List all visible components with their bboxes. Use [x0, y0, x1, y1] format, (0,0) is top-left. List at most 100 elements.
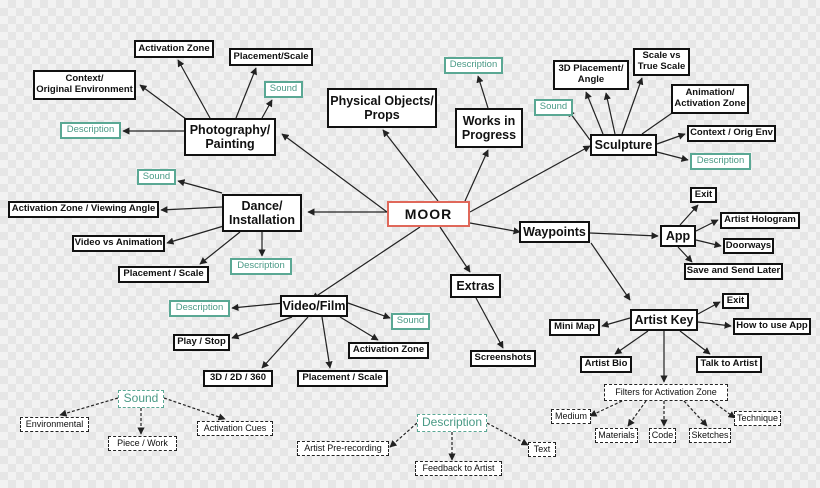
connector-arrow-30	[695, 239, 722, 248]
sculpture-node: Sculpture	[590, 134, 657, 156]
animation-activation-node: Animation/ Activation Zone	[671, 84, 749, 114]
connector-arrow-40	[601, 317, 631, 328]
connector-arrow-28	[679, 204, 699, 226]
artist-key-node: Artist Key	[630, 309, 698, 331]
connector-arrow-52	[163, 397, 226, 421]
description-video-node: Description	[169, 300, 230, 317]
connector-arrow-39	[697, 301, 721, 315]
context-photo-node: Context/ Original Environment	[33, 70, 136, 100]
connector-arrow-14	[585, 91, 604, 135]
artist-hologram-node: Artist Hologram	[720, 212, 800, 229]
sketches-node: Sketches	[689, 428, 731, 443]
video-vs-animation-node: Video vs Animation	[72, 235, 165, 252]
connector-arrow-19	[656, 132, 686, 145]
how-to-use-app-node: How to use App	[733, 318, 811, 335]
screenshots-node: Screenshots	[470, 350, 536, 367]
connector-arrow-1	[464, 149, 489, 202]
connector-arrow-41	[697, 321, 732, 329]
save-send-later-node: Save and Send Later	[684, 263, 783, 280]
connector-arrow-8	[177, 59, 211, 119]
connector-arrow-20	[656, 151, 689, 162]
connector-arrow-43	[679, 330, 711, 355]
activation-zone-video-node: Activation Zone	[348, 342, 429, 359]
text-node: Text	[528, 442, 556, 457]
connector-arrow-45	[589, 400, 623, 417]
connector-arrow-31	[677, 246, 693, 263]
app-node: App	[660, 225, 696, 247]
feedback-to-artist-node: Feedback to Artist	[415, 461, 502, 476]
connector-arrow-9	[235, 67, 257, 119]
connector-arrow-35	[321, 316, 333, 369]
connector-arrow-5	[469, 222, 521, 235]
connector-arrow-24	[199, 231, 241, 265]
activation-cues-node: Activation Cues	[197, 421, 273, 436]
connector-arrow-3	[469, 145, 591, 213]
sound-dance-node: Sound	[137, 169, 176, 185]
context-orig-env-node: Context / Orig Env	[687, 125, 776, 142]
artist-bio-node: Artist Bio	[580, 356, 632, 373]
waypoints-node: Waypoints	[519, 221, 590, 243]
piece-work-node: Piece / Work	[108, 436, 177, 451]
materials-node: Materials	[595, 428, 638, 443]
filters-activation-zone-node: Filters for Activation Zone	[604, 384, 728, 401]
talk-to-artist-node: Talk to Artist	[696, 356, 762, 373]
dance-installation-node: Dance/ Installation	[222, 194, 302, 232]
connector-arrow-32	[231, 302, 285, 311]
connector-arrow-13	[476, 75, 489, 109]
connector-arrow-37	[347, 302, 391, 320]
connector-arrow-49	[711, 400, 736, 419]
description-sculpture-node: Description	[690, 153, 751, 170]
sound-video-node: Sound	[391, 313, 430, 330]
physical-objects-node: Physical Objects/ Props	[327, 88, 437, 128]
connector-arrow-34	[261, 316, 309, 369]
connector-arrow-38	[475, 297, 504, 349]
description-dance-node: Description	[230, 258, 292, 275]
placement-scale-photo-node: Placement/Scale	[229, 48, 313, 66]
connector-arrow-6	[311, 226, 421, 300]
connector-arrow-22	[160, 206, 223, 214]
description-works-node: Description	[444, 57, 503, 74]
works-in-progress-node: Works in Progress	[455, 108, 523, 148]
connector-arrow-16	[621, 77, 644, 135]
connector-arrow-11	[261, 99, 273, 119]
connector-arrow-53	[389, 422, 418, 448]
connector-arrow-2	[382, 129, 439, 202]
connector-arrow-33	[231, 316, 293, 340]
connector-arrow-0	[281, 133, 388, 213]
connector-arrow-15	[603, 92, 616, 135]
video-film-node: Video/Film	[280, 295, 348, 317]
exit-artist-key-node: Exit	[722, 293, 749, 309]
code-node: Code	[649, 428, 676, 443]
connector-arrow-36	[339, 316, 379, 341]
photography-node: Photography/ Painting	[184, 118, 276, 156]
connector-arrow-26	[589, 232, 659, 240]
medium-node: Medium	[551, 409, 591, 424]
activation-viewing-angle-node: Activation Zone / Viewing Angle	[8, 201, 159, 218]
description-photo-node: Description	[60, 122, 121, 139]
connector-arrow-27	[590, 242, 631, 301]
connector-arrow-7	[439, 226, 471, 273]
exit-app-node: Exit	[690, 187, 717, 203]
connector-arrow-10	[139, 84, 191, 123]
connector-arrow-46	[627, 400, 647, 427]
connector-arrow-50	[59, 397, 119, 417]
sound-sculpture-node: Sound	[534, 99, 573, 116]
connector-arrow-48	[683, 400, 708, 427]
doorways-node: Doorways	[723, 238, 774, 254]
connector-arrow-55	[486, 422, 529, 446]
placement-scale-video-node: Placement / Scale	[297, 370, 388, 387]
3d-placement-node: 3D Placement/ Angle	[553, 60, 629, 90]
play-stop-node: Play / Stop	[173, 334, 230, 351]
activation-zone-photo-node: Activation Zone	[134, 40, 214, 58]
artist-pre-recording-node: Artist Pre-recording	[297, 441, 389, 456]
connector-arrow-29	[695, 219, 719, 232]
technique-node: Technique	[734, 411, 781, 426]
moor-logo-node: MOOR	[387, 201, 470, 227]
connector-arrow-42	[614, 330, 649, 355]
extras-node: Extras	[450, 274, 501, 298]
description-bottom-node: Description	[417, 414, 487, 432]
sound-photo-node: Sound	[264, 81, 303, 98]
mini-map-node: Mini Map	[549, 319, 600, 336]
